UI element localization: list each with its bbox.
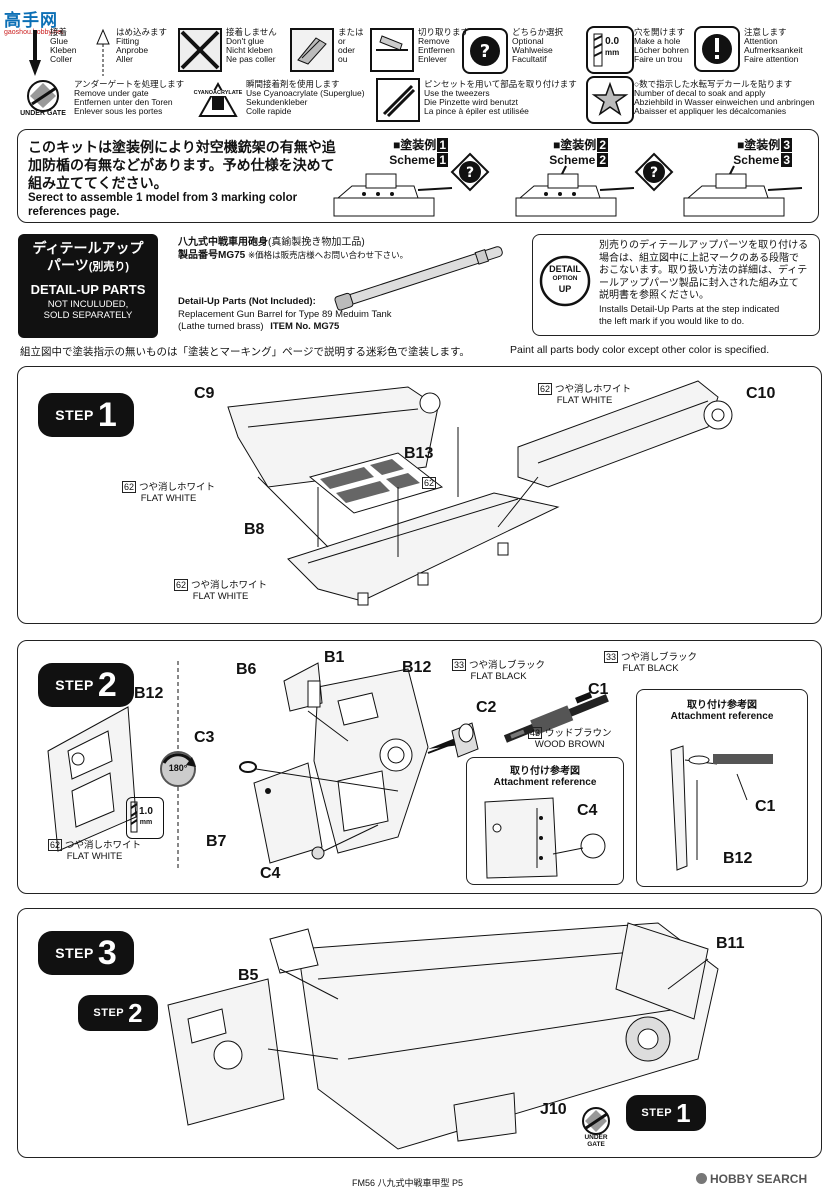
part-label-b11: B11 [716,935,745,952]
step-1-assembly-drawing [227,380,733,606]
ref-part-c4: C4 [577,802,598,819]
paint-note-jp: 組立図中で塗装指示の無いものは「塗装とマーキング」ページで説明する迷彩色で塗装し… [20,346,470,358]
part-label-c9: C9 [194,385,215,402]
part-label-j10: J10 [540,1101,567,1118]
detail-up-icon: DETAIL OPTION UP [539,255,591,307]
detail-up-product: 八九式中戦車用砲身(真鍮製挽き物加工品) 製品番号MG75 ※価格は販売店様へお… [178,237,409,261]
under-gate-icon: UNDER GATE [20,78,66,124]
b12-panel-left-drawing [47,661,179,871]
glue-arrow-icon [29,30,41,76]
paint-code-small: 62 [422,477,437,489]
scheme-select-box: このキットは塗装例により対空機銃架の有無や追 加防楯の有無などがあります。予め仕… [17,129,819,223]
under-gate-icon-step3: UNDER GATE [576,1105,616,1149]
detail-up-badge: ディテールアップ パーツ(別売り) DETAIL-UP PARTS NOT IN… [18,234,158,338]
scheme-jp-text: このキットは塗装例により対空機銃架の有無や追 加防楯の有無などがあります。予め仕… [28,139,336,191]
part-label-b1: B1 [324,649,345,666]
tank-scheme-1-drawing [333,173,453,217]
fitting-arrow-icon [96,28,110,76]
tank-scheme-2-drawing [515,165,635,217]
cut-icon [370,28,414,72]
watermark-logo-text: 高手网 [4,11,58,30]
attention-icon [694,26,740,72]
detail-up-note-box: DETAIL OPTION UP 別売りのディテールアップパーツを取り付ける 場… [532,234,820,336]
part-label-c1: C1 [588,681,609,698]
detail-up-en: Detail-Up Parts (Not Included): Replacem… [178,296,392,332]
svg-text:?: ? [480,41,490,62]
attachment-reference-c1: 取り付け参考図 Attachment reference C1 B12 [636,689,808,887]
step-2-assembly-drawing [239,662,461,864]
decal-icon [586,76,634,124]
part-label-b8: B8 [244,521,265,538]
part-label-b12: B12 [402,659,432,676]
svg-text:?: ? [650,165,658,181]
attachment-reference-c4: 取り付け参考図 Attachment reference C4 [466,757,624,885]
part-label-c2: C2 [476,699,497,716]
page-footer: FM56 八九式中戦車甲型 P5 [352,1178,464,1188]
part-label-b6: B6 [236,661,257,678]
tweezers-icon [376,78,420,122]
part-label-b7: B7 [206,833,227,850]
or-icon [290,28,334,72]
no-glue-icon [178,28,222,72]
hobby-search-watermark: HOBBY SEARCH [696,1172,807,1186]
ref-part-c1: C1 [755,798,776,815]
part-label-c4: C4 [260,865,281,882]
cyanoacrylate-icon: CYANOACRYLATE [192,80,244,120]
part-label-b13: B13 [404,445,434,462]
part-label-b5: B5 [238,967,259,984]
scheme-en-text: Serect to assemble 1 model from 3 markin… [28,192,298,218]
tank-scheme-3-drawing [683,165,803,217]
ref-part-b12: B12 [723,850,753,867]
paint-note-en: Paint all parts body color except other … [510,344,770,356]
part-label-c3: C3 [194,729,215,746]
rotate-180-icon: 180° [158,749,198,789]
part-label-c10: C10 [746,385,776,402]
optional-icon: ? [462,28,508,74]
svg-text:?: ? [466,165,474,181]
part-label-b12-left: B12 [134,685,164,702]
step-3-assembly-drawing [167,922,719,1150]
optional-icon-1: ? [450,152,490,192]
optional-icon-2: ? [634,152,674,192]
gun-barrel-drawing [334,246,503,311]
brand-mark-icon [696,1173,707,1184]
